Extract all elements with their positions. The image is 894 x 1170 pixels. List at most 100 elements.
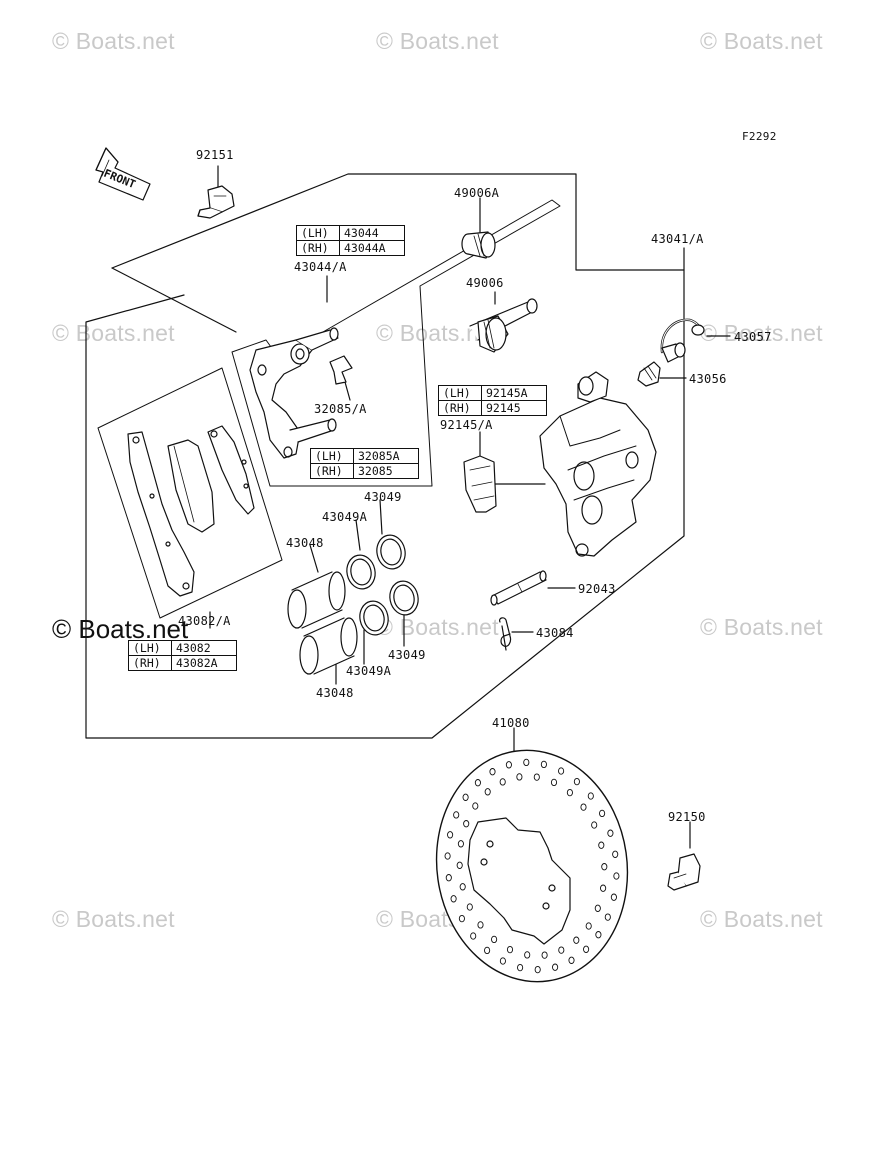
brake-pad-icon [127, 425, 255, 597]
disc-hole [499, 778, 506, 786]
callout-43056[interactable]: 43056 [689, 372, 727, 386]
side-cell: (LH) [438, 385, 482, 401]
parts-table-92145: (LH)92145A (RH)92145 [438, 385, 547, 416]
side-cell: (RH) [310, 463, 354, 479]
part-cell[interactable]: 92145 [481, 400, 547, 416]
disc-hole [477, 921, 484, 929]
disc-hole [466, 903, 473, 911]
table-row: (RH)43082A [128, 655, 237, 671]
disc-hole [613, 872, 620, 880]
callout-92043[interactable]: 92043 [578, 582, 616, 596]
disc-hole [459, 883, 466, 891]
disc-hole [534, 965, 541, 974]
callout-43049[interactable]: 43049 [364, 490, 402, 504]
part-cell[interactable]: 32085A [353, 448, 419, 464]
part-cell[interactable]: 43044 [339, 225, 405, 241]
disc-hole [506, 945, 514, 954]
callout-92145[interactable]: 92145/A [440, 418, 493, 432]
callout-43048[interactable]: 43048 [286, 536, 324, 550]
side-cell: (RH) [438, 400, 482, 416]
brake-disc-icon [435, 749, 629, 983]
disc-hole [599, 809, 606, 818]
side-cell: (LH) [296, 225, 340, 241]
callout-43048-lower[interactable]: 43048 [316, 686, 354, 700]
disc-hole [540, 760, 547, 769]
disc-hole [573, 936, 580, 944]
watermark: © Boats.net [376, 28, 499, 54]
diagram-code: F2292 [742, 130, 777, 143]
callout-92151[interactable]: 92151 [196, 148, 234, 162]
callout-43049-lower[interactable]: 43049 [388, 648, 426, 662]
callout-49006[interactable]: 49006 [466, 276, 504, 290]
watermark-dark: © Boats.net [52, 614, 189, 644]
callout-43049a-lower[interactable]: 43049A [346, 664, 392, 678]
part-cell[interactable]: 92145A [481, 385, 547, 401]
callout-43049a[interactable]: 43049A [322, 510, 368, 524]
disc-hole [470, 932, 477, 940]
part-cell[interactable]: 43082A [171, 655, 237, 671]
table-row: (LH)43044 [296, 225, 405, 241]
piston-seal-icon [346, 534, 419, 636]
part-cell[interactable]: 43044A [339, 240, 405, 256]
callout-43044[interactable]: 43044/A [294, 260, 347, 274]
bleeder-valve-icon [637, 361, 661, 387]
part-cell[interactable]: 32085 [353, 463, 419, 479]
parts-table-43044: (LH)43044 (RH)43044A [296, 225, 405, 256]
callout-43041[interactable]: 43041/A [651, 232, 704, 246]
callout-49006a[interactable]: 49006A [454, 186, 500, 200]
disc-hole [447, 831, 454, 839]
piston-icon [287, 571, 358, 675]
disc-hole [457, 840, 464, 848]
callout-41080[interactable]: 41080 [492, 716, 530, 730]
disc-hole [463, 820, 470, 828]
part-cell[interactable]: 43082 [171, 640, 237, 656]
watermark: © Boats.net [376, 614, 499, 640]
disc-hole [604, 913, 611, 921]
disc-hole [472, 802, 479, 810]
side-cell: (LH) [310, 448, 354, 464]
disc-hole [598, 841, 605, 849]
pin-icon [469, 298, 538, 353]
disc-hole [491, 935, 498, 944]
r-clip-icon [499, 617, 512, 651]
disc-hole [587, 792, 594, 800]
disc-hole [558, 767, 565, 775]
table-row: (RH)43044A [296, 240, 405, 256]
callout-92150[interactable]: 92150 [668, 810, 706, 824]
disc-hole [601, 863, 608, 871]
disc-hole [568, 956, 575, 964]
disc-hole [591, 821, 598, 829]
disc-hole [456, 861, 463, 869]
watermark: © Boats.net [700, 28, 823, 54]
callout-32085[interactable]: 32085/A [314, 402, 367, 416]
table-row: (RH)92145 [438, 400, 547, 416]
disc-hole [607, 829, 614, 837]
spring-icon [329, 355, 353, 385]
table-row: (LH)43082 [128, 640, 237, 656]
disc-hole [524, 951, 531, 959]
callout-43084[interactable]: 43084 [536, 626, 574, 640]
disc-hole [444, 852, 451, 860]
table-row: (LH)92145A [438, 385, 547, 401]
disc-hole [516, 773, 523, 781]
disc-hole [541, 951, 548, 959]
caliper-body-icon [539, 371, 657, 557]
side-cell: (LH) [128, 640, 172, 656]
disc-hole [550, 778, 558, 787]
disc-hole [458, 914, 465, 923]
disc-hole [484, 946, 491, 955]
table-row: (LH)32085A [310, 448, 419, 464]
disc-hole [573, 777, 580, 786]
side-cell: (RH) [296, 240, 340, 256]
disc-hole [610, 893, 617, 901]
pad-spring-icon [463, 455, 497, 513]
disc-hole [612, 850, 619, 858]
callout-43057[interactable]: 43057 [734, 330, 772, 344]
disc-hole [517, 963, 524, 972]
bleeder-cap-icon [660, 318, 705, 363]
watermark: © Boats.net [700, 614, 823, 640]
watermark: © Boats.net [700, 906, 823, 932]
callout-43082[interactable]: 43082/A [178, 614, 231, 628]
disc-hole [453, 811, 460, 819]
